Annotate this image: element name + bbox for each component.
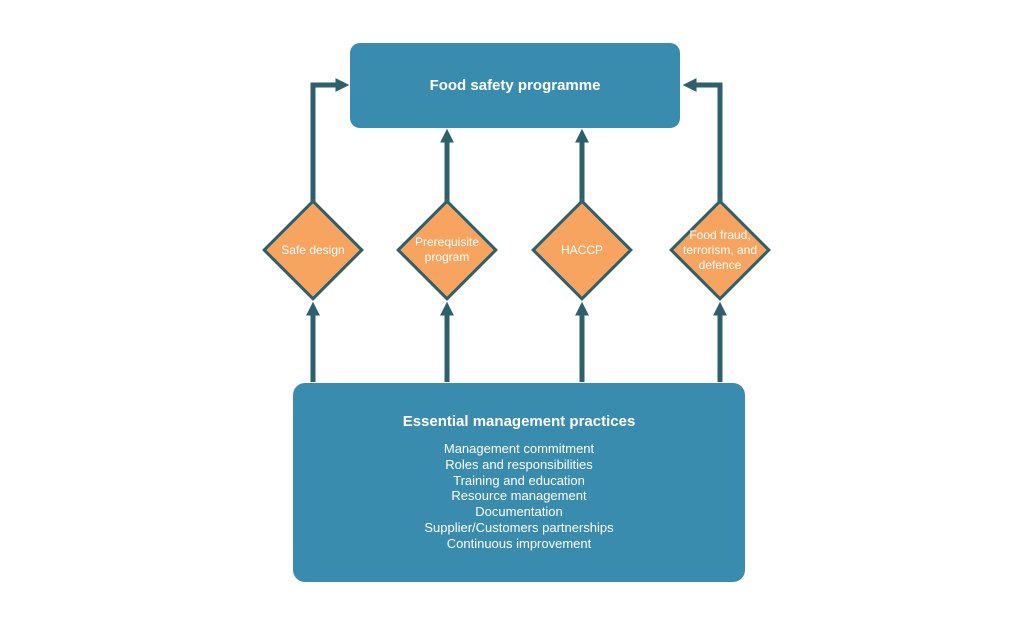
food-safety-programme-label: Food safety programme	[429, 77, 601, 94]
arrow-safe-design-to-programme	[310, 78, 350, 203]
prerequisite-program-diamond: Prerequisite program	[395, 198, 499, 302]
practice-item-resource-management: Resource management	[451, 488, 587, 504]
practice-item-roles-responsibilities: Roles and responsibilities	[445, 456, 593, 472]
practice-item-supplier-customers: Supplier/Customers partnerships	[424, 519, 614, 535]
essential-management-practices-title: Essential management practices	[402, 413, 636, 430]
food-safety-programme-box: Food safety programme	[350, 43, 680, 128]
practice-item-continuous-improvement: Continuous improvement	[446, 535, 592, 551]
practice-item-training-education: Training and education	[453, 472, 585, 488]
arrow-food-fraud-to-programme	[682, 78, 723, 203]
essential-management-practices-box: Essential management practices Managemen…	[293, 383, 745, 582]
practice-item-management-commitment: Management commitment	[443, 441, 595, 456]
safe-design-label: Safe design	[281, 242, 345, 257]
haccp-diamond: HACCP	[530, 198, 634, 302]
food-fraud-diamond: Food fraud, terrorism, and defence	[668, 198, 772, 302]
prerequisite-program-label: Prerequisite program	[414, 235, 480, 264]
haccp-label: HACCP	[560, 242, 603, 257]
practice-item-documentation: Documentation	[475, 504, 563, 520]
safe-design-diamond: Safe design	[261, 198, 365, 302]
food-fraud-label: Food fraud, terrorism, and defence	[682, 227, 758, 272]
